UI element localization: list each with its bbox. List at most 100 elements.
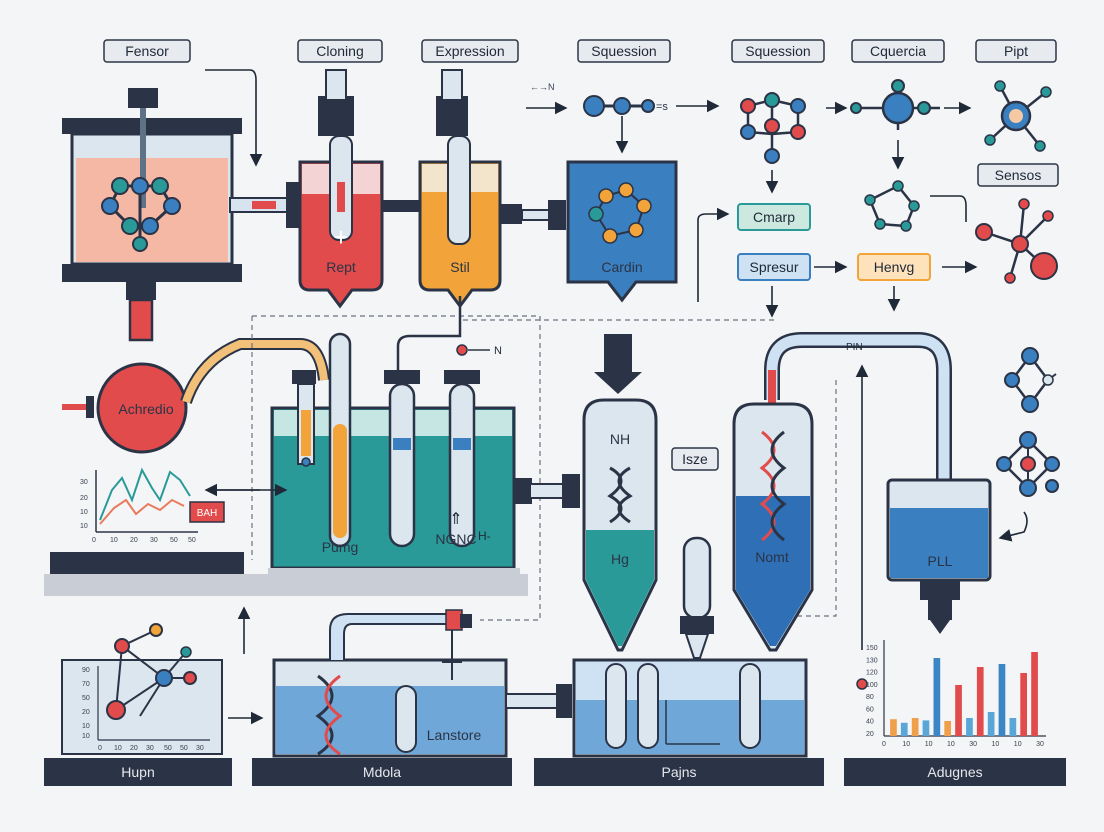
bar-0 <box>890 719 897 736</box>
ngnc-h-label: H- <box>478 529 491 543</box>
up-arrow-icon: ⇑ <box>449 511 462 528</box>
bar-xtick-5: 10 <box>992 741 1000 748</box>
tag-isze: Isze <box>671 447 719 471</box>
arrow-note: ←→N <box>530 82 555 92</box>
base-hupn: Hupn <box>44 758 232 786</box>
svg-text:=s: =s <box>656 101 668 113</box>
left-platform <box>50 552 244 574</box>
spresur-label: Spresur <box>749 259 798 275</box>
fermenter <box>62 88 300 300</box>
round-flask: Achredio <box>62 298 188 454</box>
rept-label: Rept <box>326 259 356 275</box>
pumg-label: Pumg <box>322 539 359 555</box>
bar-ytick-1: 130 <box>866 657 878 664</box>
cloning-vessel: + Rept <box>298 69 384 309</box>
bar-5 <box>944 721 951 736</box>
mdola-pajns-cap <box>556 684 572 718</box>
cmarp-label: Cmarp <box>753 209 795 225</box>
pump-tank: N Pumg NGNC H- ⇑ <box>268 296 520 580</box>
arrow-to-cmarp <box>697 207 730 302</box>
nc-ytick-0: 90 <box>82 667 90 674</box>
right-molecule-1 <box>1004 347 1057 413</box>
bar-11 <box>1009 718 1017 736</box>
nc-xtick-6: 30 <box>196 745 204 752</box>
pin-label: PIN <box>846 342 863 353</box>
stil-label: Stil <box>450 259 469 275</box>
tag-pipt: Pipt <box>975 39 1057 63</box>
tag-cquercia-label: Cquercia <box>870 43 926 59</box>
nc-xtick-2: 20 <box>130 745 138 752</box>
bar-xtick-2: 10 <box>925 741 933 748</box>
nc-xtick-0: 0 <box>98 745 102 752</box>
tag-sensos: Sensos <box>977 163 1059 187</box>
tag-squession-2-label: Squession <box>745 43 810 59</box>
expression-link <box>521 209 553 221</box>
pll-tank: PLL <box>886 478 992 634</box>
cardin-molecule <box>588 182 652 244</box>
base-adugnes: Adugnes <box>844 758 1066 786</box>
ring-connector <box>930 195 967 222</box>
nc-xtick-3: 30 <box>146 745 154 752</box>
lc-xtick-1: 10 <box>110 537 118 544</box>
nc-ytick-4: 10 <box>82 723 90 730</box>
nc-ytick-3: 20 <box>82 709 90 716</box>
nc-xtick-4: 50 <box>164 745 172 752</box>
nomt-label: Nomt <box>755 549 789 565</box>
right-molecule-2 <box>996 431 1060 497</box>
dash-right <box>790 380 837 617</box>
bar-ytick-0: 150 <box>866 645 878 652</box>
lanstore-label: Lanstore <box>427 727 482 743</box>
n-marker-label: N <box>494 345 502 357</box>
bar-ytick-5: 60 <box>866 706 874 713</box>
bah-label: BAH <box>197 508 218 519</box>
bar-ytick-2: 120 <box>866 670 878 677</box>
flask-tube-fill <box>182 340 328 404</box>
pll-label: PLL <box>928 553 953 569</box>
plus-icon: + <box>333 222 348 252</box>
flowbox-spresur: Spresur <box>737 253 811 281</box>
dash-center <box>252 315 541 621</box>
nc-xtick-1: 10 <box>114 745 122 752</box>
arrow-to-pll <box>998 511 1028 542</box>
mdola-pajns-link <box>505 693 561 709</box>
bah-tag: BAH <box>189 501 225 523</box>
base-adugnes-label: Adugnes <box>927 764 982 780</box>
bar-2 <box>911 718 919 736</box>
tag-squession-1-label: Squession <box>591 43 656 59</box>
line-chart: 30 20 10 10 0 10 20 30 50 50 <box>80 467 198 544</box>
tag-squession-2: Squession <box>731 39 825 63</box>
nh-dispenser: NH Hg <box>582 334 658 652</box>
bar-4 <box>933 658 941 736</box>
expression-link-cap <box>500 204 522 224</box>
fermenter-flow-arrow <box>205 69 263 167</box>
bar-xtick-1: 10 <box>902 741 910 748</box>
bar-13 <box>1031 652 1038 736</box>
cloning-expression-link <box>382 200 422 212</box>
dash-top <box>459 296 776 321</box>
lc-xtick-5: 50 <box>188 537 196 544</box>
pipt-molecule <box>984 80 1052 152</box>
bar-xtick-6: 10 <box>1014 741 1022 748</box>
lc-xtick-4: 50 <box>170 537 178 544</box>
bar-xtick-7: 30 <box>1036 741 1044 748</box>
pump-link-cap-2 <box>562 474 580 508</box>
flowbox-cmarp: Cmarp <box>737 203 811 231</box>
lc-ytick-1: 20 <box>80 495 88 502</box>
bar-xtick-4: 30 <box>969 741 977 748</box>
base-mdola-label: Mdola <box>363 764 401 780</box>
network-chart: 90 70 50 20 10 10 0 10 20 30 50 50 30 <box>61 623 223 755</box>
base-pajns: Pajns <box>534 758 824 786</box>
henvg-label: Henvg <box>874 259 914 275</box>
hg-label: Hg <box>611 551 629 567</box>
squession-molecule-1: =s <box>583 95 668 117</box>
base-mdola: Mdola <box>252 758 512 786</box>
isze-label: Isze <box>682 451 708 467</box>
fermenter-molecule <box>101 177 181 252</box>
tag-pipt-label: Pipt <box>1004 43 1028 59</box>
pump-link <box>529 483 567 499</box>
cquercia-molecule <box>850 79 940 130</box>
bar-ytick-7: 20 <box>866 731 874 738</box>
expression-vessel: Stil <box>418 69 502 309</box>
lc-ytick-0: 30 <box>80 479 88 486</box>
